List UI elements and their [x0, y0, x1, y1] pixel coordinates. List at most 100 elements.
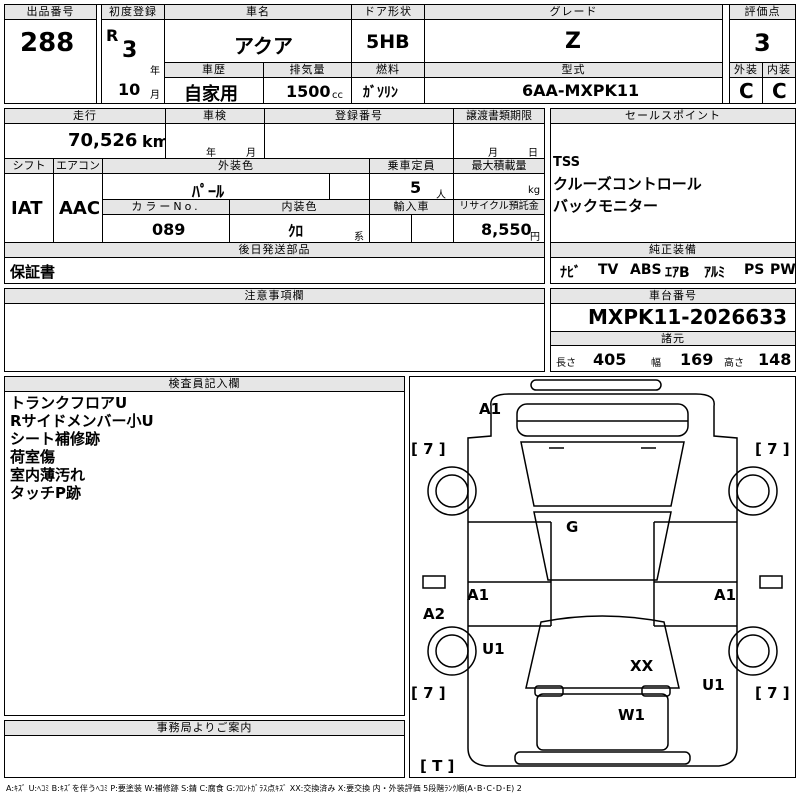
damage-mark: A1 — [714, 586, 737, 604]
load-unit: kg — [528, 185, 541, 196]
inspection-year: 年 — [206, 148, 216, 159]
car-diagram — [422, 379, 783, 767]
equip-item: ｴｱB — [665, 265, 690, 281]
era: R — [106, 26, 119, 45]
spare-tire-mark: [ T ] — [420, 757, 455, 775]
tire-mark: [ 7 ] — [411, 684, 446, 702]
damage-mark: U1 — [702, 676, 725, 694]
equip-label: 純正装備 — [550, 242, 796, 258]
tire-mark: [ 7 ] — [755, 440, 790, 458]
inspector-note: タッチP跡 — [10, 484, 81, 502]
equip-item: ABS — [630, 262, 662, 278]
first-reg-label: 初度登録 — [101, 4, 165, 20]
chassis-number: MXPK11-2026633 — [588, 305, 788, 329]
damage-mark: A2 — [423, 605, 446, 623]
int-grade: C — [772, 79, 787, 103]
inspection-label: 車検 — [165, 108, 265, 124]
transfer-month: 月 — [488, 148, 498, 159]
score-label: 評価点 — [729, 4, 796, 20]
fuel-cell — [351, 77, 425, 104]
chassis-label: 車台番号 — [550, 288, 796, 304]
color-label: 外装色 — [102, 158, 370, 174]
equip-item: ｱﾙﾐ — [704, 265, 725, 281]
inspector-note: 室内薄汚れ — [10, 466, 86, 484]
inspection-month: 月 — [246, 148, 256, 159]
ext-label: 外装 — [729, 62, 763, 78]
later-parts: 保証書 — [10, 263, 56, 281]
length: 405 — [593, 350, 627, 369]
color-subcell — [329, 173, 370, 200]
first-reg-cell — [101, 19, 165, 104]
intcolor-unit: 系 — [354, 232, 364, 243]
sales-item: クルーズコントロール — [553, 175, 702, 193]
reg-cell — [264, 123, 454, 159]
int-label: 内装 — [762, 62, 796, 78]
capacity: 5 — [410, 178, 422, 197]
lot-cell — [4, 19, 97, 104]
fuel: ｶﾞｿﾘﾝ — [363, 85, 398, 101]
legend: A:ｷｽﾞ U:ﾍｺﾐ B:ｷｽﾞを伴うﾍｺﾐ P:要塗装 W:補修跡 S:錆 … — [6, 784, 522, 793]
color: ﾊﾟｰﾙ — [192, 182, 225, 201]
inspector-note: Rサイドメンバー小U — [10, 412, 154, 430]
ext-grade: C — [739, 79, 754, 103]
intcolor-label: 内装色 — [229, 199, 370, 215]
interior-color: ｸﾛ — [288, 222, 304, 240]
cap-unit: 人 — [436, 190, 446, 201]
transfer-cell — [453, 123, 545, 159]
model-cell — [424, 77, 723, 104]
equip-item: PS — [744, 262, 765, 278]
mileage-cell — [4, 123, 166, 159]
disp-unit: cc — [332, 90, 343, 101]
damage-mark: XX — [630, 657, 654, 675]
inspector-note: 荷室傷 — [10, 448, 56, 466]
score: 3 — [754, 29, 771, 57]
score-cell — [729, 19, 796, 63]
disp-cell — [263, 77, 352, 104]
history-cell — [164, 77, 264, 104]
recycle-label: リサイクル預託金 — [453, 199, 545, 215]
disp-label: 排気量 — [263, 62, 352, 78]
ac: AAC — [59, 198, 101, 219]
sales-item: TSS — [553, 155, 581, 170]
name-cell — [164, 19, 352, 63]
shift-label: シフト — [4, 158, 54, 174]
cap-label: 乗車定員 — [369, 158, 454, 174]
height-label: 高さ — [724, 358, 744, 369]
transfer-day: 日 — [528, 148, 538, 159]
load-label: 最大積載量 — [453, 158, 545, 174]
grade: Z — [565, 29, 581, 54]
tire-mark: [ 7 ] — [755, 684, 790, 702]
recycle: 8,550 — [481, 220, 532, 239]
tire-mark: [ 7 ] — [411, 440, 446, 458]
import-label: 輸入車 — [369, 199, 454, 215]
equip-item: ﾅﾋﾞ — [560, 265, 581, 281]
sales-item: バックモニター — [553, 197, 659, 215]
month: 10 — [118, 80, 141, 99]
inspector-note: トランクフロアU — [10, 394, 128, 412]
damage-mark: U1 — [482, 640, 505, 658]
reg-label: 登録番号 — [264, 108, 454, 124]
model-label: 型式 — [424, 62, 723, 78]
shift: IAT — [11, 198, 43, 219]
damage-mark: W1 — [618, 706, 645, 724]
mileage-unit: km — [142, 132, 170, 151]
equip-item: TV — [598, 262, 619, 278]
ac-label: エアコン — [53, 158, 103, 174]
equip-item: PW — [770, 262, 796, 278]
lot-label: 出品番号 — [4, 4, 97, 20]
sales-label: セールスポイント — [550, 108, 796, 124]
history: 自家用 — [184, 84, 238, 105]
history-label: 車歴 — [164, 62, 264, 78]
colorno-label: カラーNo. — [102, 199, 230, 215]
recycle-unit: 円 — [530, 232, 540, 243]
model: 6AA-MXPK11 — [522, 81, 640, 100]
car-name: アクア — [234, 34, 293, 58]
fuel-label: 燃料 — [351, 62, 425, 78]
door-type: 5HB — [366, 31, 410, 53]
import-subcell — [411, 214, 454, 243]
car-diagram-panel — [409, 376, 796, 778]
inspector-label: 検査員記入欄 — [4, 376, 405, 392]
damage-mark: A1 — [479, 400, 502, 418]
grade-cell — [424, 19, 723, 63]
height: 148 — [758, 350, 792, 369]
